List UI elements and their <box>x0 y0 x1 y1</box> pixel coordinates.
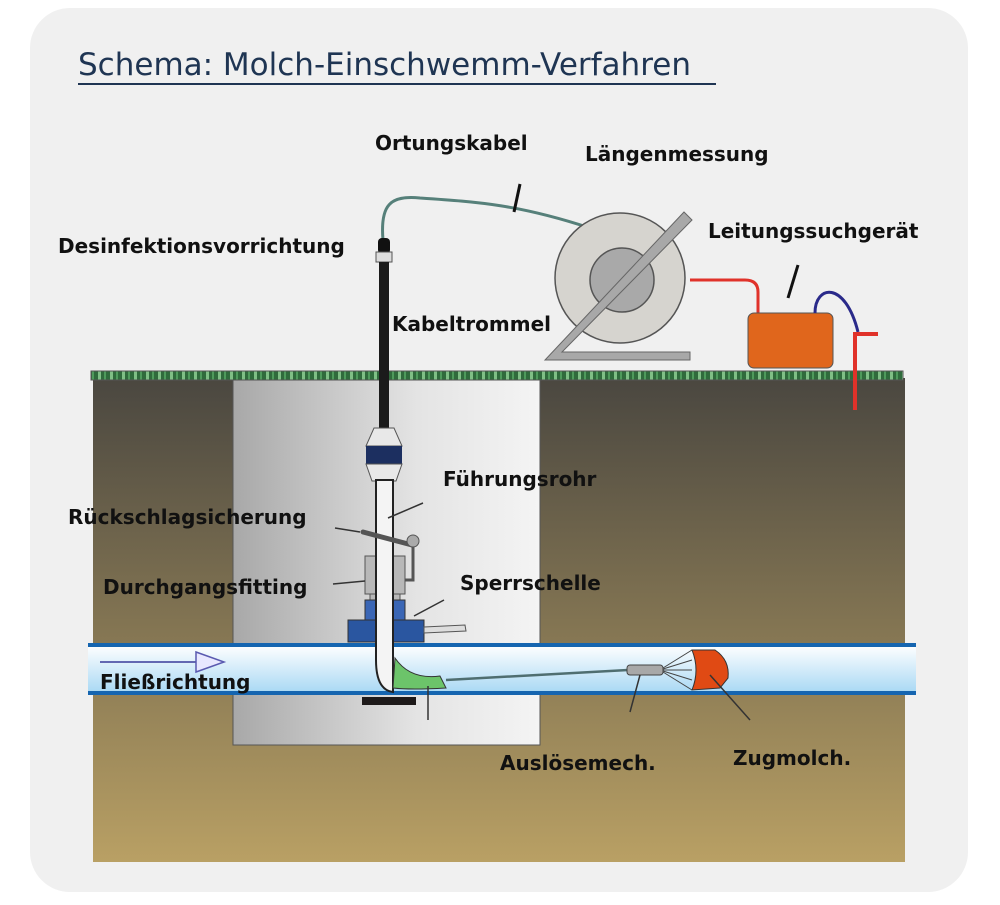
label-fliessrichtung: Fließrichtung <box>100 670 251 694</box>
water-main-pipe <box>88 643 916 695</box>
flow-direction-arrow-icon <box>100 650 227 674</box>
label-kabeltrommel: Kabeltrommel <box>392 312 551 336</box>
label-leitungssuchgeraet: Leitungssuchgerät <box>708 219 919 243</box>
diagram-title: Schema: Molch-Einschwemm-Verfahren <box>78 47 691 83</box>
guide-tube <box>375 479 394 694</box>
connection-wire <box>690 278 760 313</box>
black-hose <box>379 262 389 430</box>
label-ortungskabel: Ortungskabel <box>375 131 528 155</box>
grass-surface <box>90 370 904 381</box>
label-zugmolch: Zugmolch. <box>733 746 851 770</box>
check-valve-lever <box>360 529 415 548</box>
ground-probe <box>853 332 878 410</box>
clamp-handle <box>423 624 467 634</box>
connector-sleeve <box>375 251 393 263</box>
label-ausloesemech: Auslösemech. <box>500 751 656 775</box>
label-rueckschlagsicherung: Rückschlagsicherung <box>68 505 307 529</box>
pipe-locator-device <box>747 312 834 369</box>
leader-lines <box>332 502 751 721</box>
pig-bridle <box>662 649 693 691</box>
pipe-support-plate <box>362 697 416 705</box>
disinfection-connector <box>378 238 390 254</box>
probe-wire <box>813 290 860 333</box>
check-valve-knob <box>406 534 420 548</box>
label-durchgangsfitting: Durchgangsfitting <box>103 575 307 599</box>
pull-cable <box>445 668 629 682</box>
leader-line <box>786 264 800 299</box>
cable-drum <box>543 211 693 361</box>
label-sperrschelle: Sperrschelle <box>460 571 601 595</box>
check-valve-arm <box>405 547 415 582</box>
coupling <box>365 427 403 482</box>
label-desinfektionsvorrichtung: Desinfektionsvorrichtung <box>58 234 345 258</box>
green-hose <box>392 656 447 690</box>
release-mechanism <box>626 664 664 676</box>
locating-cable <box>380 196 591 241</box>
pull-pig <box>691 649 729 691</box>
label-laengenmessung: Längenmessung <box>585 142 769 166</box>
leader-line <box>512 183 522 213</box>
label-fuehrungsrohr: Führungsrohr <box>443 467 597 491</box>
